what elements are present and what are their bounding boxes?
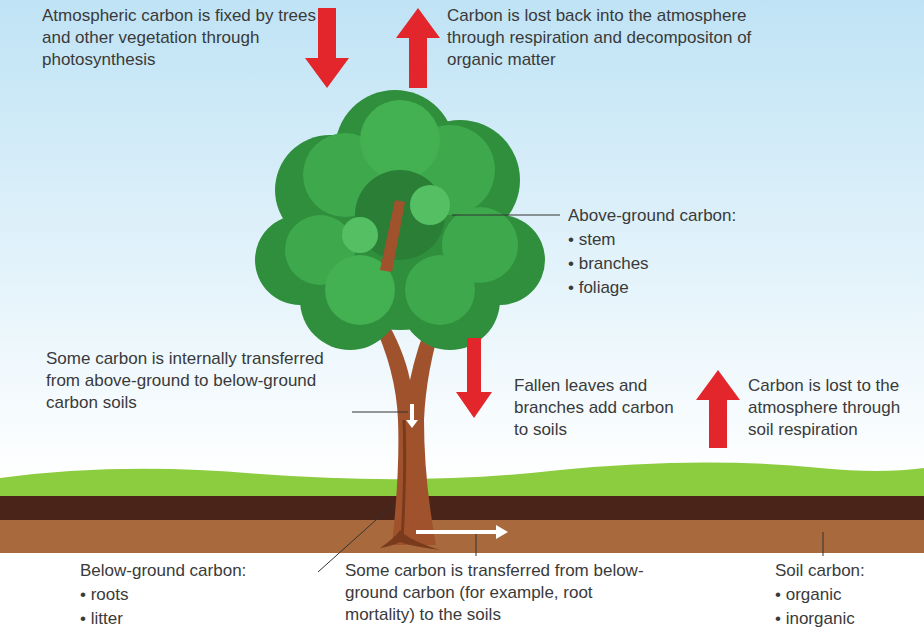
list-item: • stem	[568, 229, 768, 251]
heading: Above-ground carbon:	[568, 205, 768, 227]
note: Carbon is lost back into the atmosphere …	[447, 5, 807, 71]
up-arrow	[696, 370, 740, 448]
note: Fallen leaves and branches add carbon to…	[514, 375, 679, 441]
note: Carbon is lost to the atmosphere through…	[748, 375, 920, 441]
subsoil	[0, 520, 924, 553]
heading: Below-ground carbon:	[80, 560, 280, 582]
leader-line	[352, 412, 408, 413]
list-item: • inorganic	[775, 608, 915, 630]
canopy	[255, 90, 545, 350]
sky	[0, 0, 924, 480]
heading: Soil carbon:	[775, 560, 915, 582]
leader-line	[476, 534, 477, 556]
leader-line	[823, 532, 824, 556]
transfer-arrow	[416, 525, 508, 539]
internal-arrow	[406, 404, 418, 428]
list-item: • litter	[80, 608, 280, 630]
list-item: • foliage	[568, 277, 768, 299]
list-item: • branches	[568, 253, 768, 275]
note: Some carbon is internally transferred fr…	[46, 348, 346, 414]
down-arrow	[456, 338, 492, 418]
note: Atmospheric carbon is fixed by trees and…	[42, 5, 317, 71]
up-arrow	[396, 8, 440, 88]
list-item: • roots	[80, 584, 280, 606]
topsoil	[0, 496, 924, 520]
list-item: • organic	[775, 584, 915, 606]
hills	[0, 462, 924, 500]
leader-line	[452, 215, 560, 216]
note: Some carbon is transferred from below-gr…	[345, 560, 645, 626]
